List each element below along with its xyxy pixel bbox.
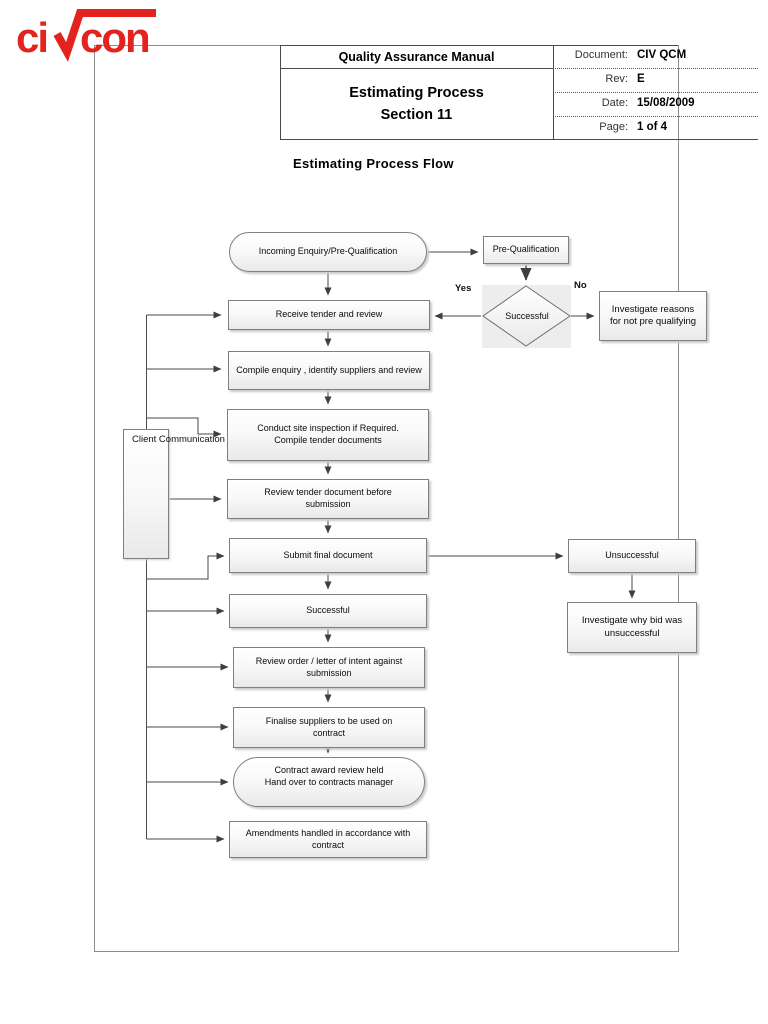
node-amendments: Amendments handled in accordance with co… xyxy=(229,821,427,858)
node-pre-qualification: Pre-Qualification xyxy=(483,236,569,264)
process-title: Estimating Process Section 11 xyxy=(280,72,553,136)
node-compile-enquiry: Compile enquiry , identify suppliers and… xyxy=(228,351,430,390)
node-unsuccessful-label: Unsuccessful xyxy=(605,550,659,561)
decision-no-label: No xyxy=(574,280,587,291)
civcon-logo-graphic: ci con xyxy=(16,9,156,62)
node-submit-final-document-label: Submit final document xyxy=(283,549,373,560)
header-row-divider-solid xyxy=(280,68,553,69)
connector-spine-site-inspection xyxy=(146,417,222,438)
node-conduct-site-inspection-label: Conduct site inspection if Required. Com… xyxy=(257,423,399,445)
field-value-rev: E xyxy=(637,73,645,85)
node-contract-award: Contract award review held Hand over to … xyxy=(233,757,425,807)
node-finalise-suppliers: Finalise suppliers to be used on contrac… xyxy=(233,707,425,748)
node-successful: Successful xyxy=(229,594,427,628)
header-border-top xyxy=(280,45,678,46)
node-investigate-pre-qualifying: Investigate reasons for not pre qualifyi… xyxy=(599,291,707,341)
diagram-title: Estimating Process Flow xyxy=(293,156,454,171)
node-investigate-pre-qualifying-label: Investigate reasons for not pre qualifyi… xyxy=(609,303,697,327)
node-submit-final-document: Submit final document xyxy=(229,538,427,573)
node-successful-label: Successful xyxy=(306,605,350,616)
decision-label: Successful xyxy=(505,311,549,321)
manual-title: Quality Assurance Manual xyxy=(338,50,495,64)
header-row-divider-dotted xyxy=(553,116,758,117)
node-incoming-enquiry: Incoming Enquiry/Pre-Qualification xyxy=(229,232,427,272)
node-receive-tender-label: Receive tender and review xyxy=(275,309,383,320)
node-review-tender-document: Review tender document before submission xyxy=(227,479,429,519)
logo-text-ci: ci xyxy=(16,14,47,61)
field-value-document: CIV QCM xyxy=(637,49,687,61)
field-label-rev: Rev: xyxy=(605,73,628,85)
node-pre-qualification-label: Pre-Qualification xyxy=(492,244,560,255)
node-review-order: Review order / letter of intent against … xyxy=(233,647,425,688)
node-amendments-label: Amendments handled in accordance with co… xyxy=(245,827,411,850)
node-compile-enquiry-label: Compile enquiry , identify suppliers and… xyxy=(236,364,422,375)
field-label-page: Page: xyxy=(599,121,628,133)
header-row-divider-dotted xyxy=(553,92,758,93)
node-contract-award-line2: Hand over to contracts manager xyxy=(264,776,394,787)
connector-spine-submit-final xyxy=(146,552,225,580)
process-title-line1: Estimating Process xyxy=(349,84,484,101)
node-investigate-bid-label: Investigate why bid was unsuccessful xyxy=(581,615,683,639)
header-table: Quality Assurance Manual Estimating Proc… xyxy=(280,45,758,140)
client-communication-label: Client Communication xyxy=(132,434,225,445)
node-review-order-label: Review order / letter of intent against … xyxy=(255,655,403,678)
field-label-document: Document: xyxy=(574,49,628,61)
node-successful-decision xyxy=(482,285,571,347)
node-unsuccessful: Unsuccessful xyxy=(568,539,696,573)
logo-text-con: con xyxy=(80,14,149,61)
node-incoming-enquiry-label: Incoming Enquiry/Pre-Qualification xyxy=(258,246,398,257)
civcon-logo: ci con xyxy=(14,4,170,69)
field-value-date: 15/08/2009 xyxy=(637,97,695,109)
header-row-divider-dotted xyxy=(553,68,758,69)
decision-yes-label: Yes xyxy=(455,283,472,294)
node-contract-award-line1: Contract award review held xyxy=(274,765,384,775)
header-border-left xyxy=(280,45,281,140)
logo-radical-stroke xyxy=(53,9,156,62)
node-finalise-suppliers-label: Finalise suppliers to be used on contrac… xyxy=(265,715,393,738)
node-review-tender-document-label: Review tender document before submission xyxy=(264,487,392,509)
process-title-line2: Section 11 xyxy=(380,107,453,123)
node-receive-tender: Receive tender and review xyxy=(228,300,430,330)
field-value-page: 1 of 4 xyxy=(637,121,668,133)
field-label-date: Date: xyxy=(601,97,628,109)
header-border-bottom xyxy=(280,139,758,140)
node-conduct-site-inspection: Conduct site inspection if Required. Com… xyxy=(227,409,429,461)
node-client-communication-box xyxy=(123,429,169,559)
node-investigate-bid: Investigate why bid was unsuccessful xyxy=(567,602,697,653)
